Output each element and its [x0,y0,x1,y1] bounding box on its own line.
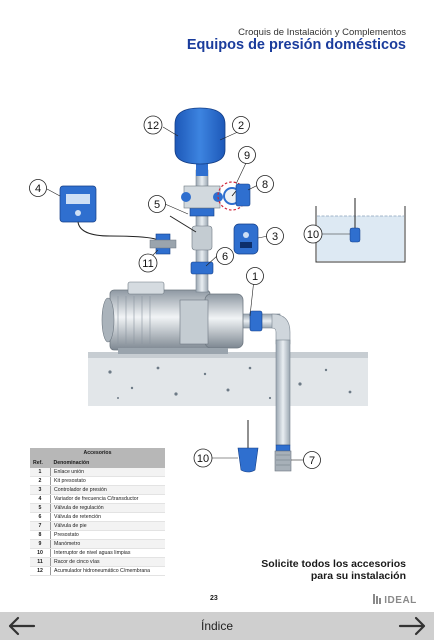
callout-3: 3 [266,227,284,245]
brand-logo: IDEAL [373,594,417,606]
callout-7: 7 [303,451,321,469]
row-name: Variador de frecuencia C/transductor [50,494,165,504]
table-title: Accesorios [30,448,165,458]
suction-pipe [237,310,291,446]
promo-line-2: para su instalación [310,570,406,582]
row-ref: 6 [30,512,51,522]
row-ref: 10 [30,548,51,558]
water-tank [315,198,406,263]
header-subtitle: Croquis de Instalación y Complementos [238,27,406,38]
row-name: Válvula de retención [50,512,165,522]
svg-text:11: 11 [142,258,153,270]
row-name: Enlace unión [50,468,165,477]
pump-motor [101,281,244,354]
callout-4: 4 [29,179,47,197]
row-name: Controlador de presión [50,485,165,495]
svg-text:3: 3 [272,231,278,243]
promo-line-1: Solicite todos los accesorios [261,558,406,570]
callout-11: 11 [138,253,158,273]
row-ref: 7 [30,521,51,531]
svg-text:7: 7 [309,455,315,467]
row-name: Kit presostato [50,476,165,486]
regulation-valve [169,215,197,233]
row-ref: 12 [30,566,51,576]
five-way-fitting [149,233,177,255]
callout-5: 5 [148,195,166,213]
callout-6: 6 [216,247,234,265]
row-name: Válvula de regulación [50,503,165,513]
row-ref: 9 [30,539,51,549]
row-name: Válvula de pie [50,521,165,531]
col-name-header: Denominación [50,458,165,468]
row-name: Manómetro [50,539,165,549]
brand-mark-icon [373,594,381,604]
pressure-controller [233,223,259,255]
row-name: Racor de cinco vías [50,557,165,567]
arrow-left-icon [8,616,36,636]
row-ref: 4 [30,494,51,504]
foot-valve [274,444,292,472]
arrow-right-icon [398,616,426,636]
row-name: Acumulador hidroneumático C/membrana [50,566,165,576]
row-ref: 8 [30,530,51,540]
svg-text:2: 2 [238,120,244,132]
prev-page-button[interactable] [8,616,36,636]
svg-text:5: 5 [154,199,160,211]
svg-text:4: 4 [35,183,41,195]
index-link[interactable]: Índice [200,619,234,633]
next-page-button[interactable] [398,616,426,636]
callout-2: 2 [232,116,250,134]
pressure-switch [235,183,251,207]
footer-bar [0,612,434,640]
row-name: Interruptor de nivel aguas limpias [50,548,165,558]
svg-text:6: 6 [222,251,228,263]
row-ref: 11 [30,557,51,567]
svg-text:10: 10 [197,453,209,465]
svg-text:1: 1 [252,271,258,283]
frequency-inverter [59,185,159,241]
svg-text:9: 9 [244,150,250,162]
callout-9: 9 [238,146,256,164]
installation-diagram: 1 2 3 4 5 6 7 8 9 10 10 11 [29,107,406,473]
callout-10-well: 10 [193,448,213,468]
row-name: Presostato [50,530,165,540]
row-ref: 1 [30,468,51,477]
col-ref-header: Ref. [30,458,51,468]
page-number: 23 [210,595,218,602]
ground-slab [88,352,368,406]
accumulator-tank [174,107,226,165]
page-title: Equipos de presión domésticos [186,37,406,53]
row-ref: 5 [30,503,51,513]
brand-name: IDEAL [384,595,417,606]
callout-8: 8 [256,175,274,193]
row-ref: 3 [30,485,51,495]
table-header-row: Ref. Denominación [30,458,165,468]
row-ref: 2 [30,476,51,486]
callout-10-tank: 10 [303,224,323,244]
svg-text:8: 8 [262,179,268,191]
svg-text:12: 12 [147,120,159,132]
callout-1: 1 [246,267,264,285]
callout-12: 12 [143,115,163,135]
level-switch-float [237,420,259,473]
table-title-row: Accesorios [30,448,165,458]
promo-text: Solicite todos los accesorios para su in… [261,558,406,582]
svg-text:10: 10 [307,229,319,241]
